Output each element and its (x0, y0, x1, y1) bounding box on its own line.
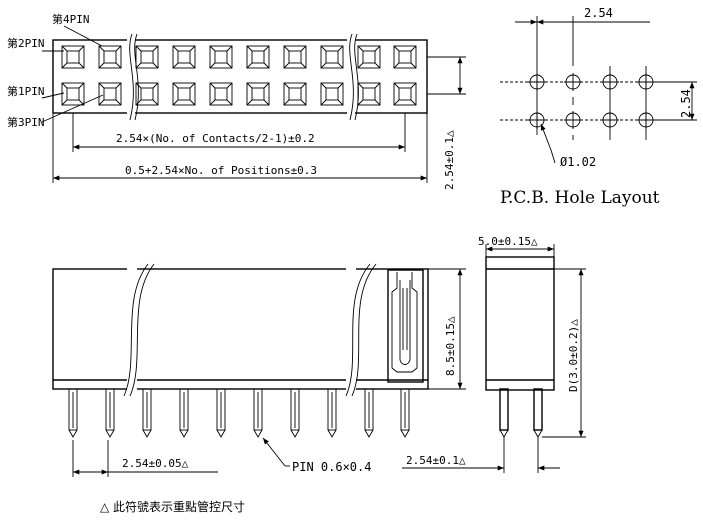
contact-pad (357, 45, 381, 69)
pcb-hole (564, 111, 582, 129)
contact-pad (61, 82, 85, 106)
contact-pad (393, 45, 417, 69)
pin3-label: 第3PIN (7, 115, 45, 129)
contact-pad (246, 82, 270, 106)
side-view-pin-right (533, 388, 543, 431)
pcb-hole (528, 73, 546, 91)
top-view-housing (52, 39, 428, 114)
front-pin (364, 388, 374, 438)
contact-pad (61, 45, 85, 69)
dim-total-length: 0.5+2.54×No. of Positions±0.3 (125, 164, 317, 177)
front-view-break-lines (123, 262, 377, 397)
pcb-dim-pitch-y: 2.54 (679, 89, 693, 118)
pin-size-label: PIN 0.6×0.4 (292, 460, 371, 474)
contact-pad (209, 45, 233, 69)
pcb-hole (601, 111, 619, 129)
contact-pad (172, 82, 196, 106)
footnote: △ 此符號表示重點管控尺寸 (100, 499, 245, 514)
front-pin (290, 388, 300, 438)
front-pin (400, 388, 410, 438)
contact-pad (98, 82, 122, 106)
front-pin (68, 388, 78, 438)
front-pin (253, 388, 263, 438)
side-view-housing (485, 256, 555, 391)
contact-pad (172, 45, 196, 69)
contact-pad (135, 82, 159, 106)
contact-pad (98, 45, 122, 69)
contact-pad (283, 45, 307, 69)
pin2-label: 第2PIN (7, 36, 45, 50)
pcb-hole (564, 73, 582, 91)
front-view-pins (68, 388, 410, 438)
dim-height: 8.5±0.15△ (444, 316, 457, 376)
dim-contacts: 2.54×(No. of Contacts/2-1)±0.2 (116, 132, 315, 145)
dim-side-width: 5.0±0.15△ (478, 235, 538, 248)
dim-pin-pitch: 2.54±0.05△ (122, 457, 189, 470)
front-pin (216, 388, 226, 438)
pcb-hole (528, 111, 546, 129)
front-pin (327, 388, 337, 438)
pin4-label: 第4PIN (52, 12, 90, 26)
pcb-dim-hole: Ø1.02 (560, 155, 596, 169)
front-pin (142, 388, 152, 438)
contact-pad (393, 82, 417, 106)
pcb-hole (601, 73, 619, 91)
pcb-layout-title: P.C.B. Hole Layout (500, 188, 660, 208)
pin1-label: 第1PIN (7, 84, 45, 98)
dim-row-width: 2.54±0.1△ (443, 130, 456, 190)
front-view-housing (52, 268, 429, 390)
pcb-holes (528, 73, 655, 129)
contact-pad (320, 82, 344, 106)
contact-pad (283, 82, 307, 106)
side-view: 5.0±0.15△ D(3.0±0.2)△ 2.54±0.1△ (402, 235, 586, 473)
dim-tail: D(3.0±0.2)△ (567, 319, 580, 392)
front-pin (179, 388, 189, 438)
pcb-dim-pitch-x: 2.54 (584, 6, 613, 20)
front-view: 8.5±0.15△ 2.54±0.05△ PIN 0.6×0.4 (52, 262, 466, 477)
contact-pad (209, 82, 233, 106)
contact-pad (135, 45, 159, 69)
contact-pad (320, 45, 344, 69)
pcb-hole-layout: 2.54 2.54 Ø1.02 P.C.B. Hole Layout (500, 6, 697, 208)
side-view-pin-left (499, 388, 509, 431)
contact-pad (357, 82, 381, 106)
top-view: 第4PIN 第2PIN 第1PIN 第3PIN 2.54×(No. of Con… (7, 12, 466, 190)
contact-pad (246, 45, 270, 69)
top-view-contact-pads (61, 45, 417, 106)
dim-row-pitch: 2.54±0.1△ (406, 454, 466, 467)
front-view-contact-slot (387, 269, 424, 383)
top-view-break-lines (127, 33, 359, 121)
front-pin (105, 388, 115, 438)
